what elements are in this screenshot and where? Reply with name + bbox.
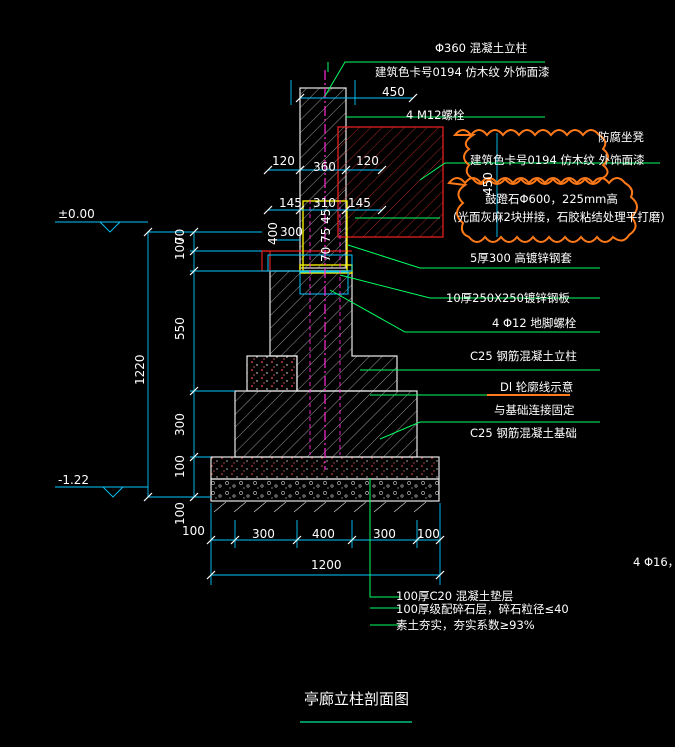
dim-145-left: 145 — [279, 196, 302, 210]
footing-small-block — [246, 355, 298, 392]
dim-b300-left: 300 — [252, 527, 275, 541]
dim-145-right: 145 — [348, 196, 371, 210]
dim-120-right: 120 — [356, 154, 379, 168]
leader-lines — [324, 61, 660, 626]
dim-b100-left: 100 — [182, 524, 205, 538]
dimension-ticks — [143, 93, 445, 580]
label-c25-column: C25 钢筋混凝土立柱 — [470, 349, 577, 363]
gravel-layer — [210, 478, 440, 502]
dim-b300-right: 300 — [373, 527, 396, 541]
label-soil: 素土夯实，夯实系数≥93% — [396, 618, 535, 632]
rebar-lines — [309, 200, 341, 455]
dim-v70: 70 — [173, 229, 187, 244]
dimension-lines — [55, 80, 498, 585]
label-column-finish: 建筑色卡号0194 仿木纹 外饰面漆 — [375, 65, 550, 79]
drawing-title: 亭廊立柱剖面图 — [304, 690, 409, 708]
label-bolt: 4 M12螺栓 — [406, 108, 465, 122]
level-top: ±0.00 — [58, 207, 95, 221]
label-gravel: 100厚级配碎石层，碎石粒径≤40 — [396, 602, 569, 616]
revision-clouds — [447, 129, 638, 243]
dim-b1200: 1200 — [311, 558, 342, 572]
foundation-body — [210, 270, 440, 513]
dim-v550: 550 — [173, 317, 187, 340]
dim-v100-top: 100 — [173, 237, 187, 260]
label-seat: 防腐坐凳 — [598, 130, 644, 144]
label-c25-base: C25 钢筋混凝土基础 — [470, 426, 577, 440]
dim-360: 360 — [313, 160, 336, 174]
dim-v100-bottom: 100 — [173, 455, 187, 478]
dim-450-top: 450 — [382, 85, 405, 99]
dim-b100-right: 100 — [417, 527, 440, 541]
dim-310: 310 — [313, 196, 336, 210]
dim-b400: 400 — [312, 527, 335, 541]
footing-base — [234, 390, 418, 458]
label-plate-10: 10厚250X250镀锌钢板 — [446, 291, 570, 305]
dim-120-left: 120 — [272, 154, 295, 168]
dim-v400-sleeve: 400 — [266, 222, 280, 245]
dim-300-sleeve: 300 — [280, 225, 303, 239]
dim-v300: 300 — [173, 413, 187, 436]
label-plate-5: 5厚300 高镀锌钢套 — [470, 251, 572, 265]
annotation-texts: Φ360 混凝土立柱 建筑色卡号0194 仿木纹 外饰面漆 450 4 M12螺… — [58, 41, 675, 708]
label-connect: 与基础连接固定 — [494, 403, 575, 417]
label-anchor: 4 Φ12 地脚螺栓 — [492, 316, 577, 330]
label-outline: Dl 轮廓线示意 — [500, 380, 573, 394]
dim-v450-seat: 450 — [481, 172, 495, 195]
label-cushion: 100厚C20 混凝土垫层 — [396, 589, 513, 603]
label-rebar-edge: 4 Φ16， — [633, 555, 675, 569]
label-drum-stone: 鼓蹬石Φ600，225mm高 — [485, 192, 618, 206]
dim-v100-soil: 100 — [173, 502, 187, 525]
dim-v-stack: 70 75 45 — [319, 209, 333, 262]
level-bottom: -1.22 — [58, 473, 89, 487]
label-seat-finish: 建筑色卡号0194 仿木纹 外饰面漆 — [470, 153, 645, 167]
label-drum-note: (光面灰麻2块拼接，石胶粘结处理平打磨) — [453, 210, 665, 224]
label-column-phi: Φ360 混凝土立柱 — [435, 41, 528, 55]
bench-seat — [261, 126, 444, 272]
compacted-soil — [213, 501, 427, 513]
dim-v1220: 1220 — [133, 354, 147, 385]
